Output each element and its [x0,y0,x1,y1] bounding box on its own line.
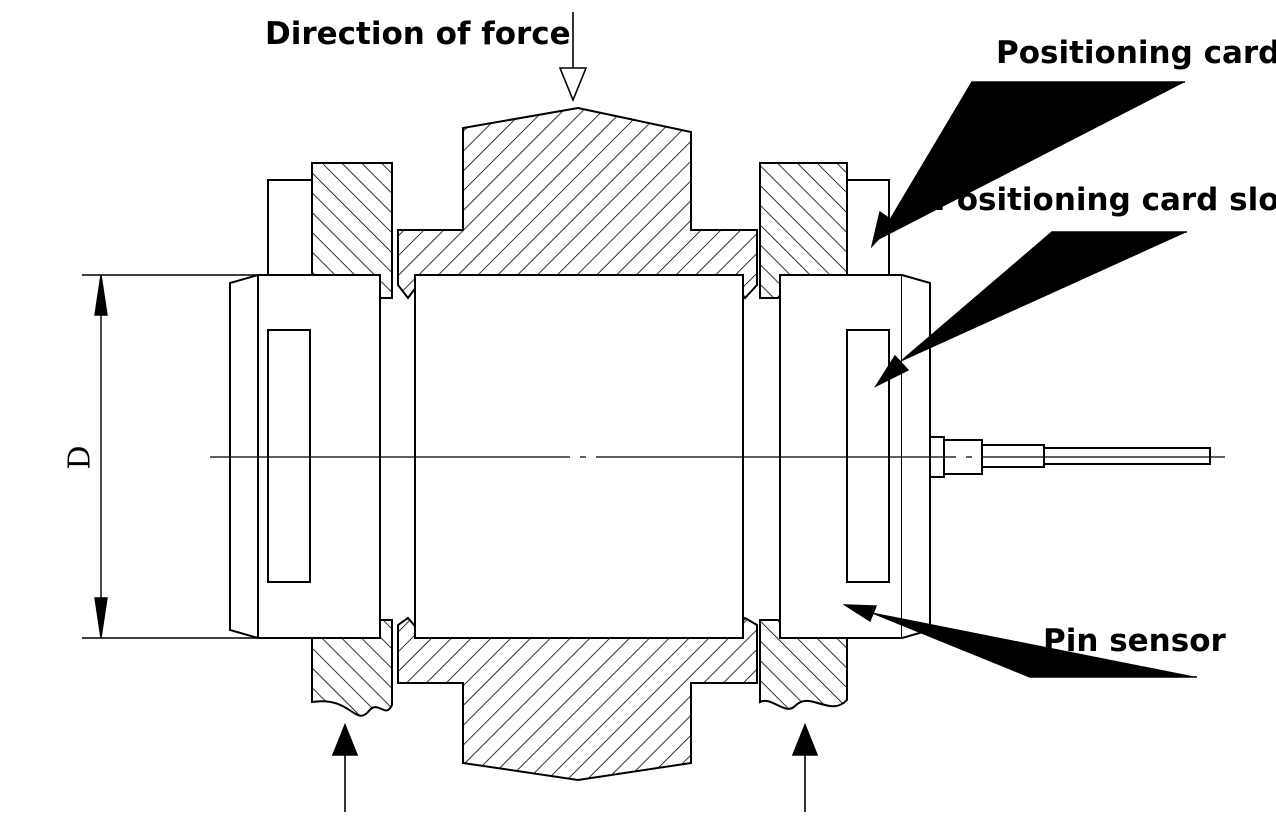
left-support-lower [311,619,393,717]
connector-tail [981,444,1045,468]
pin-left-neck [379,290,416,620]
positioning-card-left [267,179,313,276]
pin-sensor-label: Pin sensor [1043,623,1226,659]
pin-right-neck [742,290,781,620]
center-block-lower [397,616,758,782]
force-arrows [331,12,819,812]
direction-of-force-label: Direction of force [265,16,571,52]
center-block-upper [397,106,758,300]
cable [1043,447,1211,465]
dimension-d [82,274,258,639]
positioning-card-label: Positioning card [996,35,1276,71]
card-slot-left [267,329,311,583]
card-slot-right [846,329,890,583]
right-support-lower [759,619,848,710]
leader-lines [842,81,1197,678]
dimension-d-label: D [62,445,98,470]
positioning-card-slot-label: Positioning card slot [934,182,1276,218]
